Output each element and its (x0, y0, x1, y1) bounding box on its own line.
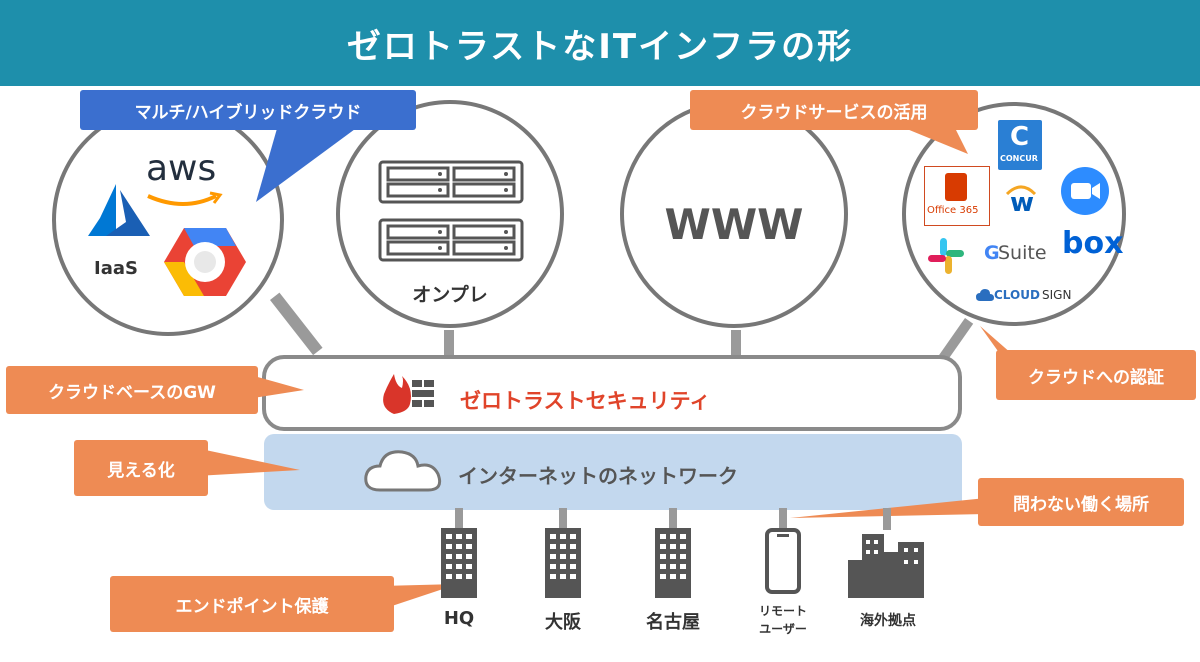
visibility-callout-tail (196, 448, 300, 476)
server-rack-icon (378, 160, 524, 262)
workday-logo: w (1004, 180, 1038, 220)
cloud-icon (364, 450, 442, 492)
aws-logo: aws (146, 148, 217, 189)
endpoint-callout-tail (380, 584, 458, 610)
saas-circle: C CONCUR Office 365 w G Suite box CLOUD (902, 102, 1126, 326)
title-banner: ゼロトラストなITインフラの形 (0, 0, 1200, 86)
slack-icon (928, 238, 964, 274)
endpoint-remote-label-2: ユーザー (759, 622, 807, 636)
web-circle: WWW (620, 100, 848, 328)
azure-icon (88, 184, 150, 236)
endpoint-connector-osaka (559, 508, 567, 530)
smartphone-icon (765, 528, 801, 594)
multi-cloud-callout: マルチ/ハイブリッドクラウド (80, 90, 416, 130)
concur-label: CONCUR (1000, 154, 1038, 163)
gsuite-label: Suite (998, 242, 1047, 264)
office365-logo: Office 365 (924, 166, 990, 226)
workday-w: w (1010, 188, 1035, 218)
visibility-callout: 見える化 (74, 440, 208, 496)
connector-cloud (270, 292, 323, 356)
building-icon-hq (441, 528, 477, 598)
endpoint-osaka-label: 大阪 (545, 612, 581, 633)
cloud-circle: aws IaaS (52, 104, 284, 336)
www-label: WWW (664, 200, 804, 249)
network-bar-label: インターネットのネットワーク (458, 464, 738, 488)
iaas-label: IaaS (94, 258, 138, 279)
concur-c-icon: C (1010, 122, 1030, 152)
endpoint-overseas-label: 海外拠点 (860, 613, 916, 629)
office-icon (945, 173, 967, 201)
connector-web (731, 330, 741, 358)
cloud-services-callout: クラウドサービスの活用 (690, 90, 978, 130)
endpoint-connector-remote (779, 508, 787, 530)
firewall-icon (383, 374, 434, 414)
endpoint-callout: エンドポイント保護 (110, 576, 394, 632)
concur-logo: C CONCUR (998, 120, 1042, 170)
box-logo: box (1062, 226, 1124, 261)
connector-onprem (444, 330, 454, 358)
cloudsign-label-a: CLOUD (994, 288, 1040, 302)
google-cloud-icon (164, 228, 246, 296)
gsuite-g: G (984, 242, 1000, 264)
zoom-icon (1061, 167, 1109, 215)
endpoint-connector-hq (455, 508, 463, 530)
endpoint-hq-label: HQ (443, 608, 475, 629)
endpoint-remote-label-1: リモート (758, 604, 807, 618)
cloud-auth-callout: クラウドへの認証 (996, 350, 1196, 400)
endpoint-connector-overseas (883, 508, 891, 530)
building-icon-nagoya (655, 528, 691, 598)
anywhere-callout: 問わない働く場所 (978, 478, 1184, 526)
office365-label: Office 365 (927, 205, 979, 216)
cloud-gw-callout: クラウドベースのGW (6, 366, 258, 414)
overseas-buildings-icon (848, 534, 924, 598)
endpoint-connector-nagoya (669, 508, 677, 530)
endpoint-nagoya-label: 名古屋 (646, 612, 700, 633)
zero-trust-security-bar (262, 355, 962, 431)
multi-cloud-callout-tail (256, 118, 370, 202)
workday-arc-icon (1005, 185, 1037, 196)
cloudsign-icon (976, 289, 994, 301)
onprem-label: オンプレ (412, 284, 488, 306)
aws-smile-icon (147, 191, 223, 206)
security-bar-label: ゼロトラストセキュリティ (460, 389, 711, 413)
onprem-circle: オンプレ (336, 100, 564, 328)
building-icon-osaka (545, 528, 581, 598)
cloudsign-label-b: SIGN (1042, 288, 1072, 302)
page-title: ゼロトラストなITインフラの形 (346, 26, 854, 67)
